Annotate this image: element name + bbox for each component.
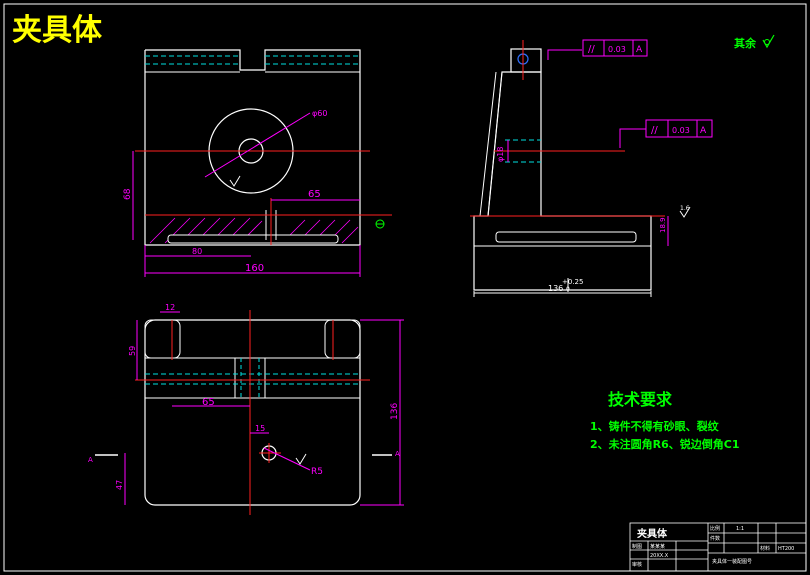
tech-requirement-1: 1、铸件不得有砂眼、裂纹 — [590, 419, 720, 433]
front-dim-width: 160 — [245, 263, 264, 274]
front-dim-80: 80 — [192, 247, 202, 256]
title-block-qty-label: 件数 — [710, 535, 720, 542]
title-block-drawn-label: 制图 — [632, 543, 642, 550]
title-block — [629, 522, 807, 572]
side-tol-mid-datum: A — [700, 126, 707, 136]
title-block-drawn-by: 某某某 — [650, 544, 665, 550]
title-block-drawing-no: 夹具体一装配图号 — [712, 558, 752, 565]
side-tol-frame-mid — [645, 119, 713, 138]
top-dim-47: 47 — [115, 480, 124, 490]
tech-requirement-2: 2、未注圆角R6、锐边倒角C1 — [590, 437, 740, 451]
title-block-material-label: 材料 — [760, 545, 770, 552]
side-surface-finish: 1.6 — [680, 205, 690, 212]
side-bore-dia: φ18 — [496, 147, 505, 162]
top-dim-15: 15 — [255, 424, 265, 433]
title-block-scale-label: 比例 — [710, 525, 720, 532]
front-dim-height: 68 — [123, 188, 133, 200]
side-view: // 0.03 A // 0.03 A φ18 18.9 1.6 136 +0.… — [470, 39, 713, 297]
title-block-material-value: HT200 — [778, 546, 794, 552]
top-dim-r5: R5 — [311, 467, 323, 477]
side-tol-frame-top — [582, 39, 648, 57]
front-dim-65: 65 — [308, 189, 321, 200]
side-base-width: 136 — [548, 284, 563, 293]
side-tol-mid-symbol: // — [651, 125, 658, 136]
section-label-left: A — [88, 456, 93, 464]
side-base-tol: +0.25 — [562, 278, 583, 286]
roughness-note: 其余 — [734, 36, 757, 50]
side-top-block — [510, 48, 542, 73]
side-tol-top-value: 0.03 — [608, 45, 626, 54]
top-dim-136: 136 — [390, 403, 400, 420]
side-tol-top-symbol: // — [588, 44, 595, 55]
drawing-frame — [3, 3, 807, 572]
top-dim-12: 12 — [165, 303, 175, 312]
front-hole-dia-label: φ60 — [312, 109, 327, 118]
top-body-outline — [144, 319, 361, 506]
title-block-date: 20XX.X — [650, 553, 669, 559]
side-tol-mid-value: 0.03 — [672, 126, 690, 135]
drawing-title: 夹具体 — [12, 13, 103, 48]
front-dia-leader — [204, 112, 311, 178]
title-block-part-name: 夹具体 — [637, 527, 668, 540]
title-block-check-label: 审核 — [632, 561, 642, 568]
section-label-right: A — [395, 450, 400, 458]
top-dim-59: 59 — [128, 346, 137, 356]
top-dim-65: 65 — [202, 397, 215, 408]
title-block-scale-value: 1:1 — [736, 526, 744, 532]
side-base-tol-lower: 0 — [566, 286, 570, 293]
tech-requirements-heading: 技术要求 — [608, 390, 673, 409]
side-tol-top-datum: A — [636, 45, 643, 55]
side-base-height: 18.9 — [659, 217, 667, 233]
top-view: 12 59 65 15 R5 47 136 A A — [88, 303, 404, 515]
front-view: φ60 68 65 80 160 — [123, 49, 392, 277]
side-body-outline — [473, 71, 652, 291]
